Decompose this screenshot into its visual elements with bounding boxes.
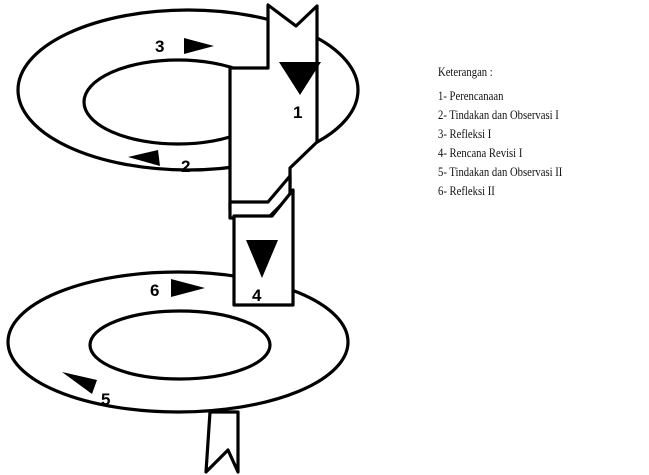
- step-number-4: 4: [252, 286, 262, 305]
- legend-item-1: 1- Perencanaan: [438, 86, 606, 105]
- step-number-2: 2: [181, 157, 190, 176]
- legend-item-4: 4- Rencana Revisi I: [438, 143, 606, 162]
- step-number-6: 6: [150, 281, 159, 300]
- legend-item-5: 5- Tindakan dan Observasi II: [438, 162, 606, 181]
- step-number-5: 5: [101, 390, 110, 409]
- legend: Keterangan : 1- Perencanaan 2- Tindakan …: [438, 62, 606, 200]
- step-number-3: 3: [155, 37, 164, 56]
- legend-item-6: 6- Refleksi II: [438, 181, 606, 200]
- legend-title: Keterangan :: [438, 62, 606, 81]
- legend-item-3: 3- Refleksi I: [438, 124, 606, 143]
- legend-item-2: 2- Tindakan dan Observasi I: [438, 105, 606, 124]
- legend-list: 1- Perencanaan 2- Tindakan dan Observasi…: [438, 86, 606, 200]
- step-number-1: 1: [293, 103, 302, 122]
- next-cycle-tail: [206, 412, 238, 472]
